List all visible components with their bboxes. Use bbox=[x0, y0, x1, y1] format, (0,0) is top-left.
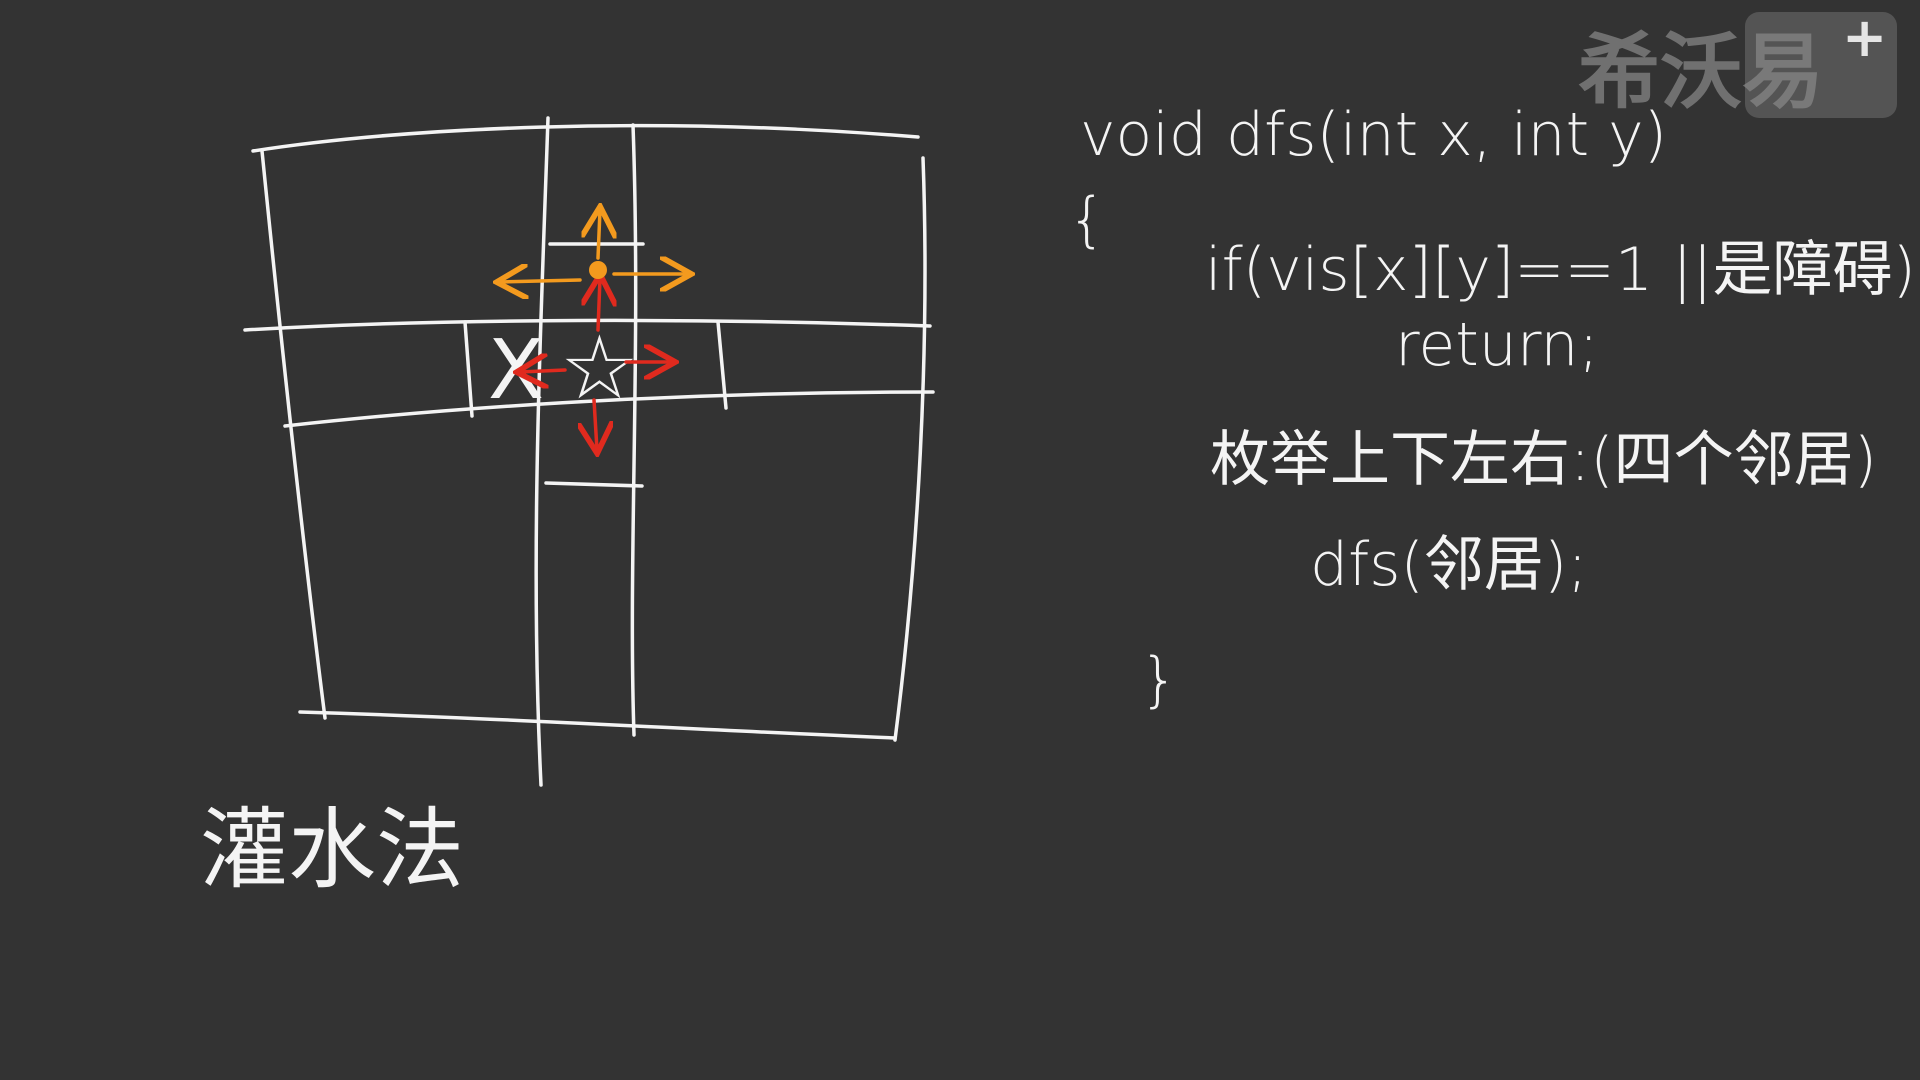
grid-bottom-edge bbox=[298, 710, 897, 740]
red-arrows bbox=[520, 278, 672, 450]
cell-right-box bbox=[716, 320, 728, 410]
code-line-recurse: dfs(邻居); bbox=[1310, 530, 1588, 600]
code-line-if: if(vis[x][y]==1 ||是障碍) bbox=[1205, 235, 1916, 305]
arrow-left-red bbox=[520, 370, 567, 372]
arrow-up-orange bbox=[598, 210, 600, 260]
grid-top-edge bbox=[251, 123, 920, 153]
code-line-signature: void dfs(int x, int y) bbox=[1080, 100, 1667, 170]
arrow-left-orange bbox=[500, 280, 582, 282]
watermark-badge bbox=[1745, 12, 1897, 118]
watermark-plus: + bbox=[1842, 6, 1887, 69]
grid-row-line-lower bbox=[283, 390, 935, 428]
upper-neighbor-dot bbox=[589, 261, 607, 279]
watermark-text: 希沃易 bbox=[1578, 25, 1824, 120]
code-block: void dfs(int x, int y) { if(vis[x][y]==1… bbox=[1068, 100, 1916, 715]
cell-bottom-box bbox=[544, 481, 644, 488]
diagram-title: 灌水法 bbox=[200, 798, 464, 901]
grid-right-edge bbox=[893, 156, 927, 742]
grid-col-line-left bbox=[534, 116, 550, 787]
grid bbox=[243, 116, 935, 787]
code-line-open-brace: { bbox=[1068, 185, 1106, 255]
watermark-logo: 希沃易 + bbox=[1578, 6, 1897, 120]
code-line-enumerate: 枚举上下左右:(四个邻居) bbox=[1210, 425, 1877, 495]
center-star-icon: ☆ bbox=[560, 316, 639, 419]
code-line-return: return; bbox=[1395, 310, 1599, 380]
cell-left-box bbox=[463, 320, 474, 418]
code-line-close-brace: } bbox=[1140, 645, 1178, 715]
grid-left-edge bbox=[260, 149, 327, 720]
grid-row-line-upper bbox=[243, 318, 932, 332]
arrow-up-red bbox=[598, 278, 600, 332]
grid-col-line-right bbox=[630, 123, 638, 737]
arrow-down-red bbox=[594, 398, 597, 450]
orange-arrows bbox=[500, 210, 688, 282]
